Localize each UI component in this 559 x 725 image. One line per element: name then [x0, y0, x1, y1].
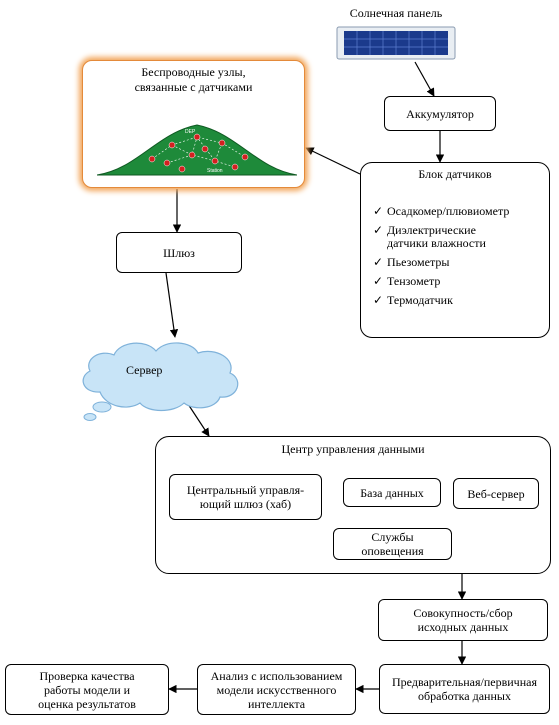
wireless-nodes-panel: Беспроводные узлы, связанные с датчиками…: [82, 60, 305, 188]
solar-panel-group: Солнечная панель: [333, 4, 459, 62]
arrow-gateway-to-server: [165, 272, 179, 338]
server-label: Сервер: [126, 363, 163, 377]
sensor-node-markers: [148, 133, 249, 173]
hill-label-dep: DEP: [185, 129, 196, 135]
data-collection-label: Совокупность/сбор исходных данных: [413, 606, 513, 634]
model-check-label: Проверка качества работы модели и оценка…: [38, 668, 136, 711]
hill-label-station: Station: [207, 168, 223, 174]
ai-analysis-label: Анализ с использованием модели искусстве…: [210, 668, 343, 711]
sensor-block: Блок датчиков ✓ Осадкомер/плювиометр ✓ Д…: [360, 162, 550, 338]
model-check-box: Проверка качества работы модели и оценка…: [5, 664, 169, 715]
solar-panel-label: Солнечная панель: [349, 6, 443, 20]
sensor-item: ✓ Тензометр: [373, 274, 441, 288]
battery-label: Аккумулятор: [406, 106, 474, 121]
sensor-item: ✓ Диэлектрические датчики влажности: [373, 223, 486, 250]
sensor-item: ✓ Осадкомер/плювиометр: [373, 204, 510, 218]
check-icon: ✓: [373, 255, 384, 269]
data-center-title: Центр управления данными: [281, 442, 425, 456]
web-server-label: Веб-сервер: [467, 486, 525, 501]
wireless-nodes-title: Беспроводные узлы, связанные с датчиками: [134, 65, 253, 94]
sensor-network-illustration: DEP Station: [97, 119, 297, 177]
check-icon: ✓: [373, 293, 384, 307]
preprocessing-box: Предварительная/первичная обработка данн…: [379, 664, 550, 714]
check-icon: ✓: [373, 204, 384, 218]
sensor-block-title: Блок датчиков: [418, 167, 492, 181]
central-hub-box: Центральный управля- ющий шлюз (хаб): [169, 474, 322, 520]
central-hub-label: Центральный управля- ющий шлюз (хаб): [186, 483, 305, 511]
alert-services-label: Службы оповещения: [361, 530, 424, 558]
preprocessing-label: Предварительная/первичная обработка данн…: [392, 675, 537, 703]
gateway-box: Шлюз: [116, 232, 242, 273]
cloud-icon: [82, 342, 239, 421]
sensor-item: ✓ Термодатчик: [373, 293, 453, 307]
sensor-item: ✓ Пьезометры: [373, 255, 450, 269]
web-server-box: Веб-сервер: [453, 478, 539, 509]
alert-services-box: Службы оповещения: [333, 528, 452, 560]
hill-shape: [97, 124, 297, 176]
database-label: База данных: [360, 485, 424, 500]
sensor-list: ✓ Осадкомер/плювиометр ✓ Диэлектрические…: [373, 205, 549, 307]
data-collection-box: Совокупность/сбор исходных данных: [378, 599, 548, 641]
check-icon: ✓: [373, 274, 384, 288]
battery-box: Аккумулятор: [384, 96, 496, 131]
arrow-solar-to-battery: [414, 61, 435, 97]
solar-panel-icon: [336, 26, 456, 60]
arrow-sensors-to-nodes: [305, 147, 361, 175]
database-box: База данных: [343, 478, 441, 507]
server-cloud: Сервер: [70, 337, 250, 427]
ai-analysis-box: Анализ с использованием модели искусстве…: [197, 664, 356, 715]
gateway-label: Шлюз: [163, 245, 195, 260]
check-icon: ✓: [373, 223, 384, 237]
